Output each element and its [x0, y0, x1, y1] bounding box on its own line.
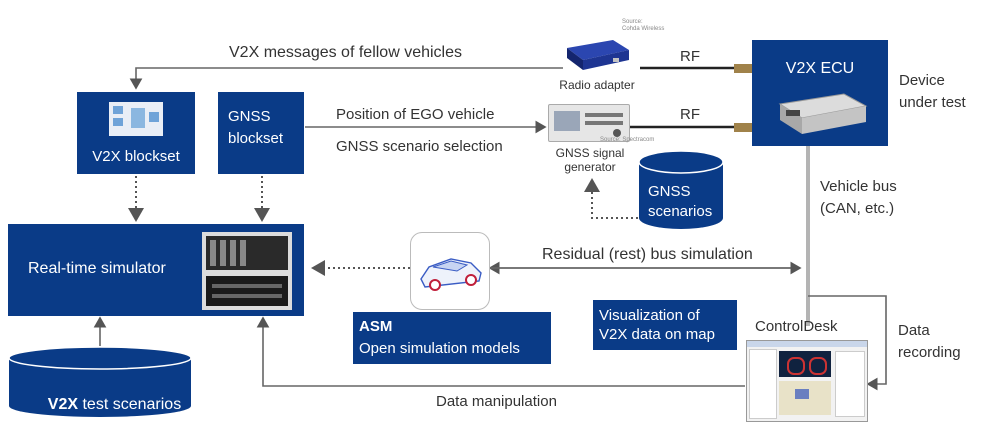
radio-adapter-source: Source: Cohda Wireless: [622, 19, 665, 32]
real-time-simulator-box: Real-time simulator: [8, 224, 304, 316]
v2x-ecu-box: V2X ECU: [752, 40, 888, 146]
residual-bus-label: Residual (rest) bus simulation: [542, 246, 753, 263]
radio-adapter-image: [563, 34, 633, 74]
gnss-selection-label: GNSS scenario selection: [336, 138, 503, 155]
rf-label-top: RF: [680, 48, 700, 65]
gnss-scenarios-database: GNSS scenarios: [638, 150, 724, 230]
gnss-generator-image: [548, 104, 630, 142]
v2x-messages-connector: [129, 67, 563, 90]
rf-label-bottom: RF: [680, 106, 700, 123]
device-under-test-label: Device under test: [899, 72, 966, 111]
data-manipulation-label: Data manipulation: [436, 393, 557, 410]
v2x-ecu-title: V2X ECU: [785, 60, 855, 77]
vehicle-bus-label: Vehicle bus (CAN, etc.): [820, 178, 897, 217]
ecu-image: [772, 86, 872, 138]
radio-adapter-label: Radio adapter: [559, 78, 635, 92]
position-ego-label: Position of EGO vehicle: [336, 106, 495, 123]
asm-subtitle: Open simulation models: [359, 340, 520, 357]
visualization-label: Visualization of V2X data on map: [599, 307, 715, 343]
controldesk-screenshot: [746, 340, 868, 422]
gnss-generator-label: GNSS signal generator: [555, 146, 625, 174]
asm-box: ASM Open simulation models: [353, 312, 551, 364]
visualization-box: Visualization of V2X data on map: [593, 300, 737, 350]
blockset-diagram-icon: [109, 102, 163, 136]
v2x-test-scenarios-database: V2X test scenarios: [8, 346, 192, 418]
gnss-scenarios-label: GNSS scenarios: [648, 183, 713, 220]
gnss-generator-source: Source: Spectracom: [600, 137, 655, 143]
asm-car-icon: [410, 232, 490, 310]
v2x-test-scenarios-text: test scenarios: [78, 396, 182, 413]
v2x-messages-label: V2X messages of fellow vehicles: [229, 44, 462, 61]
asm-title: ASM: [359, 318, 393, 335]
gnss-blockset-box: GNSS blockset: [218, 92, 304, 174]
v2x-blockset-box: V2X blockset: [77, 92, 195, 174]
v2x-blockset-label: V2X blockset: [92, 148, 180, 165]
data-recording-label: Data recording: [898, 322, 961, 361]
gnss-blockset-label: GNSS blockset: [228, 108, 284, 147]
controldesk-label: ControlDesk: [755, 318, 838, 335]
v2x-test-scenarios-bold: V2X: [47, 396, 79, 413]
simulator-hardware-image: [202, 232, 292, 310]
real-time-simulator-label: Real-time simulator: [28, 260, 166, 277]
